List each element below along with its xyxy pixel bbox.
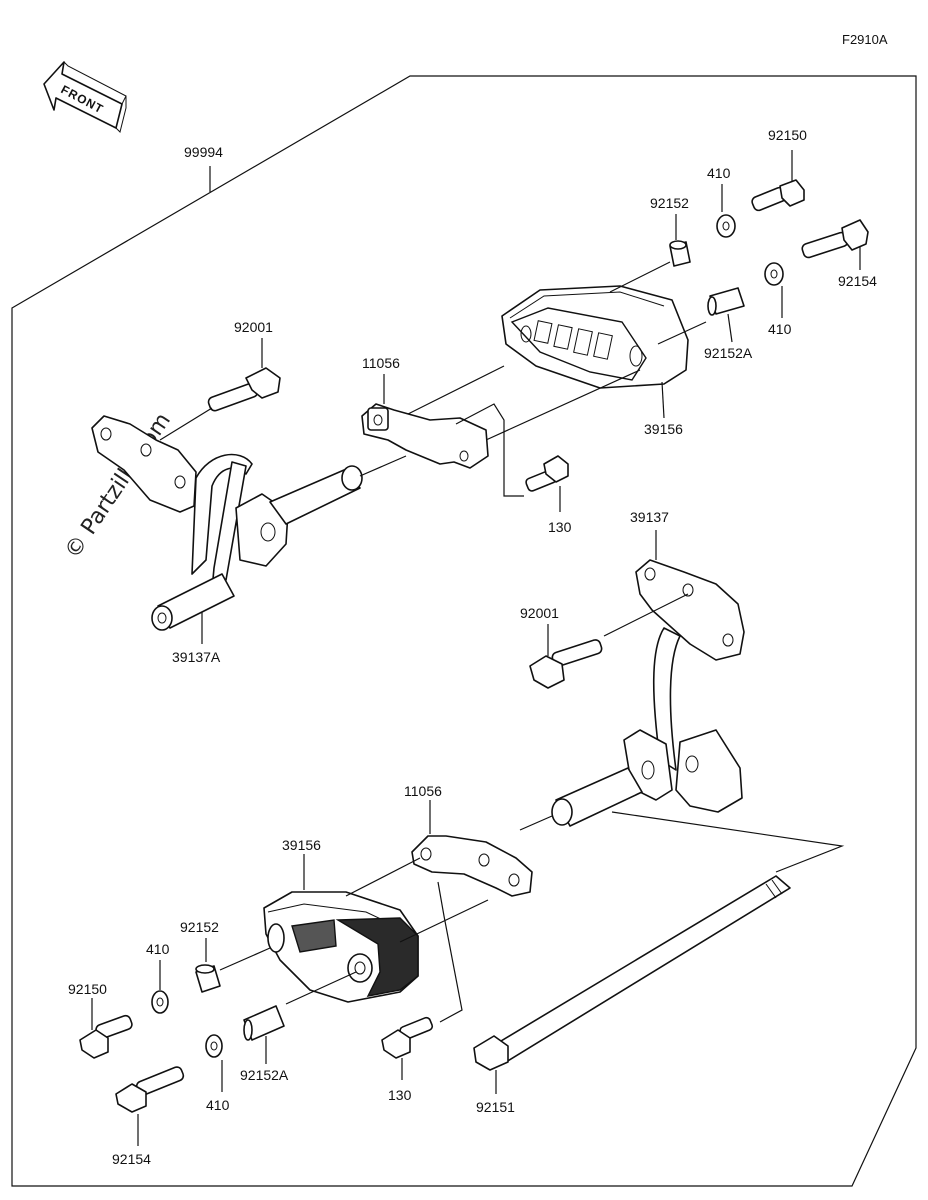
bolt-92154-bottom: [115, 1066, 185, 1146]
callout-39137a: 39137A: [172, 649, 221, 665]
callout-92154-bottom: 92154: [112, 1151, 151, 1167]
bolt-92154-top: [801, 219, 869, 270]
slider-39156-bottom: [263, 854, 419, 1003]
washer-410-top: [716, 184, 736, 238]
bolt-92151: [473, 875, 791, 1094]
callout-410-bottom: 410: [146, 941, 170, 957]
callout-92154-top: 92154: [838, 273, 877, 289]
callout-39156-bottom: 39156: [282, 837, 321, 853]
bracket-39137a: [91, 415, 363, 644]
kit-outline: [11, 75, 917, 1187]
kit-label: 99994: [184, 144, 223, 160]
callout-92001-left: 92001: [234, 319, 273, 335]
callout-92001-right: 92001: [520, 605, 559, 621]
bolt-92001-left: [207, 338, 281, 412]
front-arrow-icon: FRONT: [43, 61, 127, 133]
slider-39156-top: [501, 285, 689, 419]
callout-410-top: 410: [707, 165, 731, 181]
callout-11056-bottom: 11056: [404, 783, 442, 799]
callout-11056-top: 11056: [362, 355, 400, 371]
washer-410-top-b: [764, 262, 784, 318]
collar-92152a-bottom: [243, 1005, 285, 1064]
callout-130-top: 130: [548, 519, 572, 535]
bolt-92150-top: [751, 150, 805, 212]
callout-92152a-top: 92152A: [704, 345, 753, 361]
bolt-130-bottom: [381, 1016, 434, 1080]
bracket-39137: [551, 530, 745, 827]
callout-92150-top: 92150: [768, 127, 807, 143]
callout-92150-bottom: 92150: [68, 981, 107, 997]
figure-code: F2910A: [842, 32, 888, 47]
washer-410-bottom: [151, 960, 169, 1014]
collar-92152-bottom: [195, 938, 221, 993]
washer-410-bottom-b: [205, 1034, 223, 1092]
bolt-92001-right: [529, 624, 603, 689]
callout-39137: 39137: [630, 509, 669, 525]
bracket-11056-bottom: [411, 800, 533, 897]
callout-92151: 92151: [476, 1099, 515, 1115]
callout-130-bottom: 130: [388, 1087, 412, 1103]
collar-92152-top: [669, 214, 691, 267]
bracket-11056-top: [361, 374, 489, 469]
bolt-130-top: [525, 455, 569, 512]
collar-92152a-top: [707, 287, 745, 343]
callout-92152-bottom: 92152: [180, 919, 219, 935]
callout-410-top-b: 410: [768, 321, 792, 337]
callout-92152a-bottom: 92152A: [240, 1067, 289, 1083]
bolt-92150-bottom: [79, 998, 133, 1059]
callout-39156-top: 39156: [644, 421, 683, 437]
callout-92152-top: 92152: [650, 195, 689, 211]
callout-410-bottom-b: 410: [206, 1097, 230, 1113]
